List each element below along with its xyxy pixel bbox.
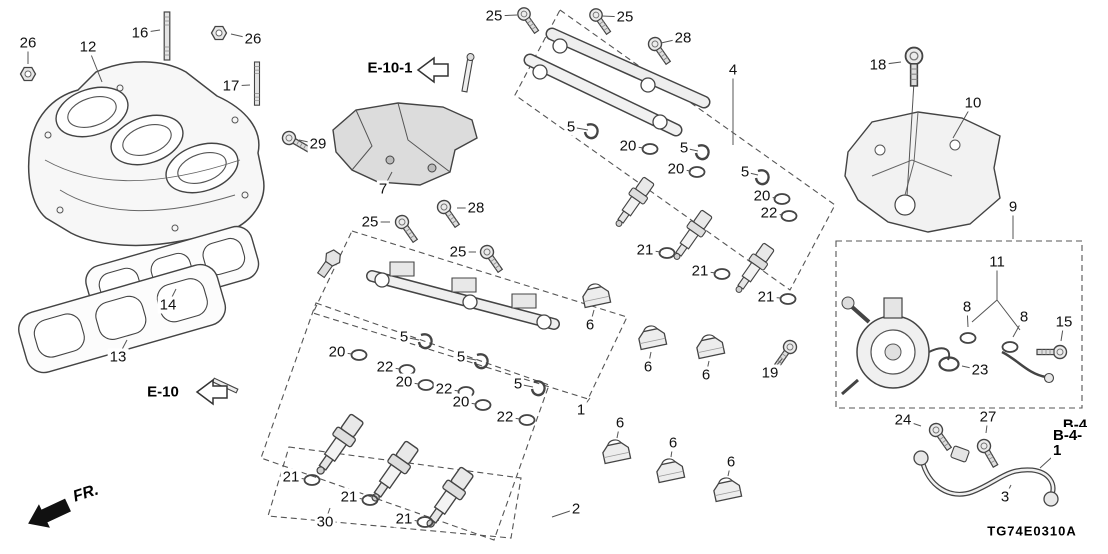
part-callout-20: 20 [393, 373, 415, 391]
fuel-pressure-sensor-art [316, 249, 341, 279]
part-callout-26: 26 [242, 30, 264, 48]
e-10-1-arrow-icon [416, 56, 449, 84]
part-callout-25: 25 [483, 7, 505, 25]
pump-bracket-art [844, 111, 1001, 233]
part-callout-25: 25 [447, 243, 469, 261]
part-callout-24: 24 [892, 411, 914, 429]
ref-link-b-4-1[interactable]: B-4-1 [1051, 427, 1089, 459]
part-callout-2: 2 [569, 500, 583, 518]
fuel-pump-art [841, 296, 950, 396]
part-callout-17: 17 [220, 77, 242, 95]
part-callout-22: 22 [494, 408, 516, 426]
part-callout-8: 8 [960, 298, 974, 316]
ref-link-e-10-1[interactable]: E-10-1 [365, 59, 415, 77]
part-callout-14: 14 [157, 296, 179, 314]
part-callout-25: 25 [614, 8, 636, 26]
part-callout-16: 16 [129, 24, 151, 42]
sensor-harness-art [1001, 350, 1055, 384]
part-callout-23: 23 [969, 361, 991, 379]
part-callout-21: 21 [634, 241, 656, 259]
group-1-boundary [312, 230, 628, 400]
fuel-pipe-art [913, 445, 1063, 507]
part-callout-5: 5 [454, 348, 468, 366]
injector-cover-art [332, 102, 478, 186]
pump-bracket-leader [971, 284, 1021, 331]
part-callout-28: 28 [672, 29, 694, 47]
part-callout-21: 21 [338, 488, 360, 506]
group-2-boundary [260, 302, 550, 541]
part-callout-3: 3 [998, 488, 1012, 506]
part-callout-13: 13 [107, 348, 129, 366]
part-callout-26: 26 [17, 34, 39, 52]
part-callout-20: 20 [326, 343, 348, 361]
fuel-rail-rear-art [523, 27, 711, 137]
part-callout-4: 4 [726, 61, 740, 79]
dowel-pin-art [461, 53, 475, 93]
part-callout-7: 7 [376, 180, 390, 198]
part-callout-9: 9 [1006, 198, 1020, 216]
part-callout-22: 22 [758, 204, 780, 222]
fr-arrow-icon [28, 498, 71, 528]
part-callout-1: 1 [574, 401, 588, 419]
part-callout-6: 6 [641, 358, 655, 376]
part-callout-25: 25 [359, 213, 381, 231]
part-callout-21: 21 [755, 288, 777, 306]
part-callout-18: 18 [867, 56, 889, 74]
part-callout-28: 28 [465, 199, 487, 217]
part-callout-20: 20 [450, 393, 472, 411]
part-callout-20: 20 [665, 160, 687, 178]
fuel-rail-front-art [366, 261, 560, 330]
part-callout-19: 19 [759, 364, 781, 382]
intake-manifold-art [27, 61, 265, 247]
part-callout-5: 5 [738, 163, 752, 181]
group-9-boundary [835, 240, 1083, 409]
part-callout-5: 5 [511, 375, 525, 393]
part-callout-6: 6 [613, 414, 627, 432]
part-callout-20: 20 [751, 187, 773, 205]
part-callout-22: 22 [374, 358, 396, 376]
part-callout-21: 21 [689, 262, 711, 280]
part-callout-10: 10 [962, 94, 984, 112]
e-10-arrow-icon [195, 378, 228, 406]
part-callout-22: 22 [433, 380, 455, 398]
part-callout-21: 21 [393, 510, 415, 528]
ref-link-e-10[interactable]: E-10 [145, 383, 181, 401]
part-callout-5: 5 [397, 328, 411, 346]
part-callout-6: 6 [666, 434, 680, 452]
part-callout-5: 5 [564, 118, 578, 136]
part-callout-11: 11 [987, 253, 1007, 271]
part-callout-30: 30 [314, 513, 336, 531]
part-callout-21: 21 [280, 468, 302, 486]
group-30-boundary [267, 446, 522, 539]
part-callout-6: 6 [583, 316, 597, 334]
part-callout-27: 27 [977, 408, 999, 426]
part-callout-6: 6 [724, 453, 738, 471]
part-callout-12: 12 [77, 38, 99, 56]
part-callout-8: 8 [1017, 308, 1031, 326]
part-callout-5: 5 [677, 139, 691, 157]
part-callout-20: 20 [617, 137, 639, 155]
part-callout-29: 29 [307, 135, 329, 153]
diagram-code: TG74E0310A [987, 523, 1077, 539]
part-callout-15: 15 [1053, 313, 1075, 331]
part-callout-6: 6 [699, 366, 713, 384]
